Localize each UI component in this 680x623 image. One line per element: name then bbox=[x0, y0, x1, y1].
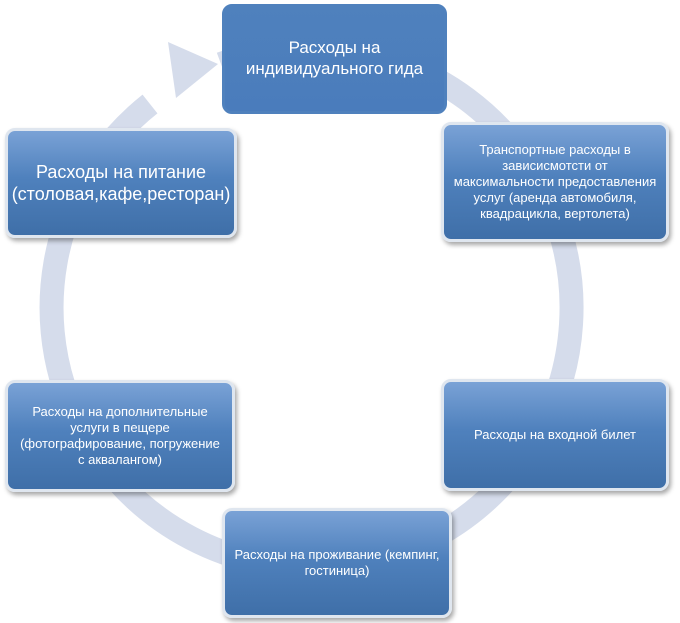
node-transport-label: Транспортные расходы в зависисмотсти от … bbox=[453, 142, 657, 221]
node-lodging: Расходы на проживание (кемпинг, гостиниц… bbox=[222, 508, 452, 618]
node-extra-label: Расходы на дополнительные услуги в пещер… bbox=[20, 404, 220, 467]
node-food: Расходы на питание (столовая,кафе,рестор… bbox=[5, 128, 237, 238]
node-ticket: Расходы на входной билет bbox=[441, 379, 669, 491]
node-lodging-label: Расходы на проживание (кемпинг, гостиниц… bbox=[234, 547, 440, 578]
node-food-label: Расходы на питание (столовая,кафе,рестор… bbox=[11, 161, 231, 205]
node-guide: Расходы на индивидуального гида bbox=[222, 4, 447, 114]
node-guide-label: Расходы на индивидуального гида bbox=[245, 38, 424, 78]
node-extra: Расходы на дополнительные услуги в пещер… bbox=[5, 380, 235, 492]
node-ticket-label: Расходы на входной билет bbox=[474, 427, 636, 443]
node-transport: Транспортные расходы в зависисмотсти от … bbox=[441, 122, 669, 242]
